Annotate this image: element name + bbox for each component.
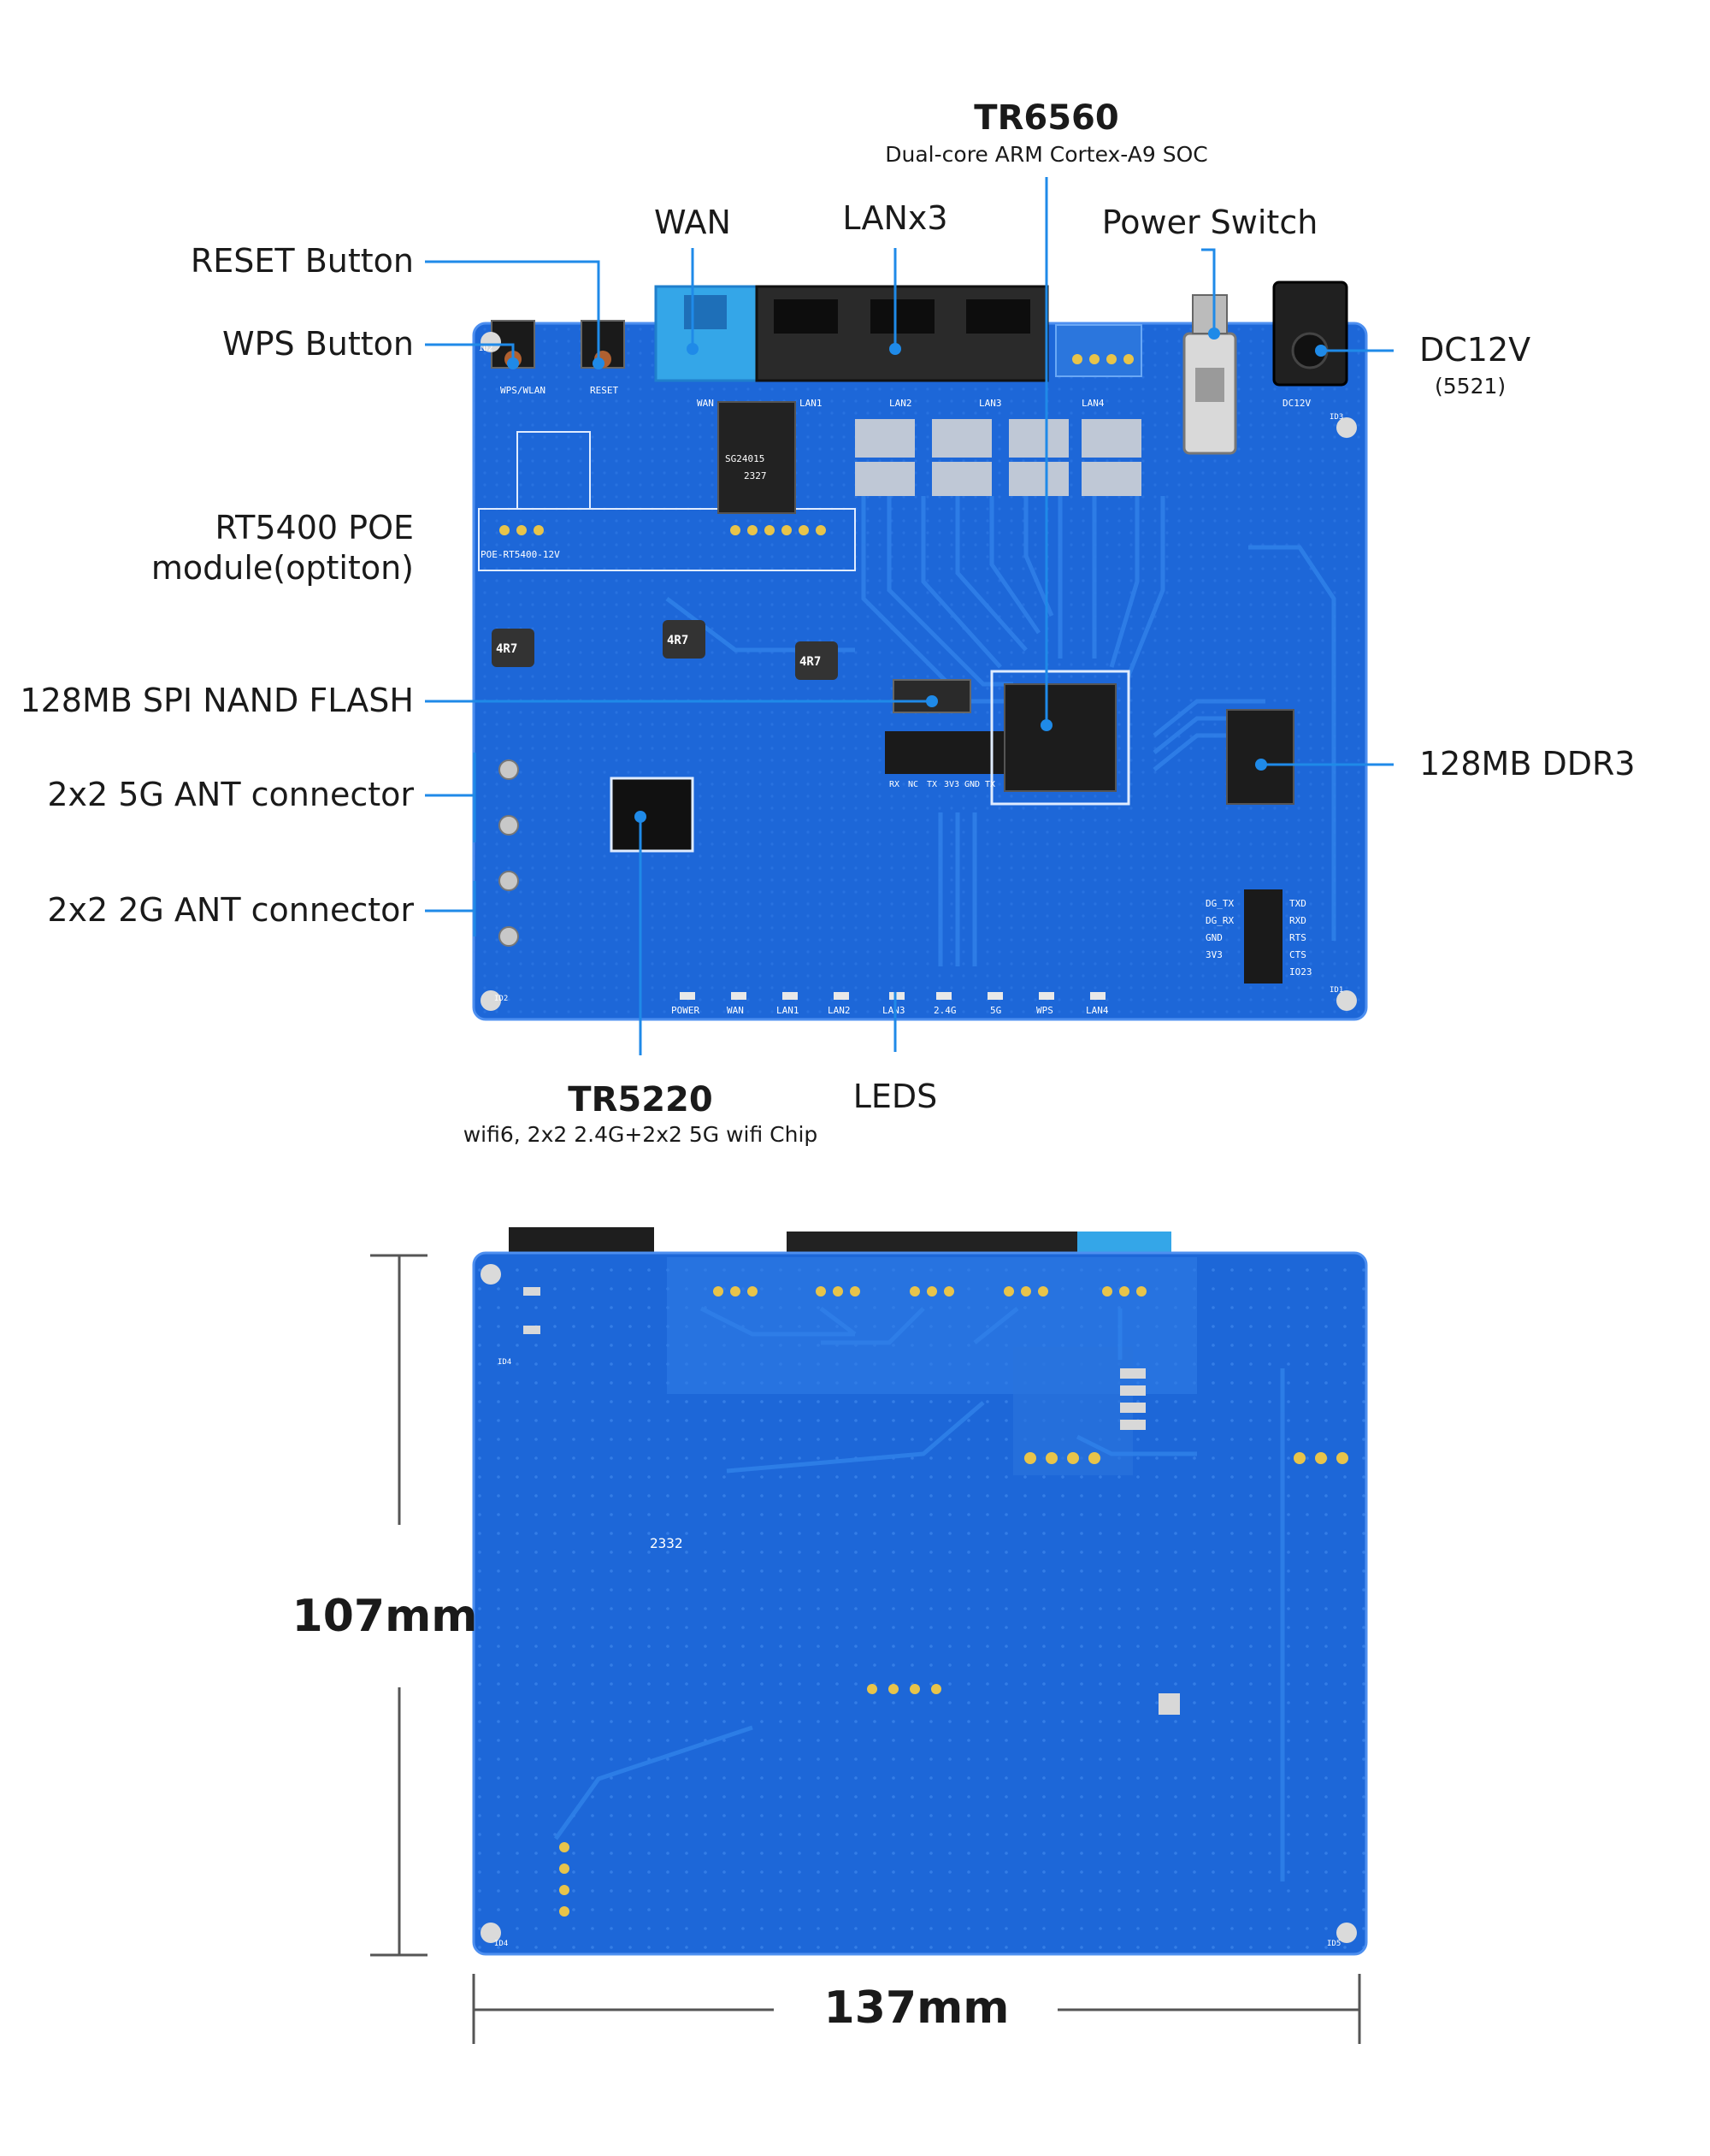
silk-dbg-r-2: RTS bbox=[1289, 932, 1306, 943]
silk-uart-1: NC bbox=[908, 780, 918, 789]
inductor-a bbox=[492, 629, 534, 667]
silk-ind-c: 4R7 bbox=[799, 655, 821, 669]
silk-ind-a: 4R7 bbox=[496, 642, 517, 656]
silk-dbg-r-1: RXD bbox=[1289, 915, 1306, 926]
silk-magnetics-code: 2327 bbox=[744, 470, 767, 481]
resistor-arrays bbox=[855, 419, 1141, 496]
dimension-lines bbox=[370, 1254, 1361, 2044]
soc-name: TR6560 bbox=[974, 98, 1119, 138]
silk-magnetics: SG24015 bbox=[725, 453, 764, 464]
uart-header bbox=[885, 731, 1005, 774]
silk-uart-4: GND bbox=[964, 780, 980, 789]
ant-connectors bbox=[498, 759, 519, 947]
silk-hole-0: ID2 bbox=[494, 995, 508, 1003]
wifi-chip-desc: wifi6, 2x2 2.4G+2x2 5G wifi Chip bbox=[463, 1122, 818, 1147]
debug-header bbox=[1244, 889, 1282, 983]
silk-hole-3: ID2 bbox=[479, 345, 492, 353]
silk-wan: WAN bbox=[697, 398, 714, 409]
soc-desc: Dual-core ARM Cortex-A9 SOC bbox=[885, 142, 1208, 167]
bottom-silk-code: 2332 bbox=[650, 1535, 683, 1551]
silk-led-8: LAN4 bbox=[1086, 1005, 1109, 1016]
lan-label: LANx3 bbox=[842, 199, 948, 237]
top-board: WPS/WLAN RESET WAN LAN1 LAN2 LAN3 LAN4 D… bbox=[472, 281, 1368, 1021]
soc-chip bbox=[1004, 683, 1117, 792]
silk-uart-3: 3V3 bbox=[944, 780, 959, 789]
flash-label: 128MB SPI NAND FLASH bbox=[20, 682, 414, 719]
wifi-chip-name: TR5220 bbox=[568, 1080, 713, 1119]
silk-lan2: LAN2 bbox=[889, 398, 912, 409]
silk-lan4: LAN4 bbox=[1082, 398, 1105, 409]
silk-dc12v: DC12V bbox=[1282, 398, 1311, 409]
silk-uart-5: TX bbox=[985, 780, 995, 789]
silk-dbg-l-0: DG_TX bbox=[1206, 898, 1234, 909]
leds-label: LEDS bbox=[852, 1078, 938, 1115]
silk-uart-2: TX bbox=[927, 780, 937, 789]
silk-dbg-l-1: DG_RX bbox=[1206, 915, 1234, 926]
silk-dbg-l-2: GND bbox=[1206, 932, 1223, 943]
ddr-chip bbox=[1226, 709, 1294, 805]
silk-dbg-r-4: IO23 bbox=[1289, 966, 1312, 978]
bottom-board: ID4 ID4 ID5 2332 bbox=[472, 1227, 1368, 1956]
silk-led-2: LAN1 bbox=[776, 1005, 799, 1016]
bottom-traces bbox=[553, 1306, 1285, 1881]
leader-lines bbox=[425, 177, 1394, 1055]
silk-led-0: POWER bbox=[671, 1005, 699, 1016]
silk-led-5: 2.4G bbox=[934, 1005, 957, 1016]
poe-outline bbox=[478, 508, 856, 571]
wps-button-label: WPS Button bbox=[222, 325, 414, 363]
silk-wps-wlan: WPS/WLAN bbox=[500, 385, 545, 396]
reset-button-label: RESET Button bbox=[190, 242, 414, 280]
silk-lan1: LAN1 bbox=[799, 398, 823, 409]
silk-reset: RESET bbox=[590, 385, 618, 396]
silk-led-1: WAN bbox=[727, 1005, 744, 1016]
dc-note: (5521) bbox=[1435, 374, 1507, 399]
bottom-hole-1: ID4 bbox=[494, 1940, 508, 1948]
silk-dbg-r-0: TXD bbox=[1289, 898, 1306, 909]
silk-dbg-r-3: CTS bbox=[1289, 949, 1306, 960]
silk-lan3: LAN3 bbox=[979, 398, 1002, 409]
lan-ports bbox=[755, 285, 1049, 382]
bottom-hole-0: ID4 bbox=[498, 1358, 511, 1367]
ddr-label: 128MB DDR3 bbox=[1419, 745, 1636, 783]
top-traces bbox=[665, 496, 1336, 966]
bottom-hole-2: ID5 bbox=[1327, 1940, 1341, 1948]
ant-2g-label: 2x2 2G ANT connector bbox=[47, 891, 414, 929]
soc-outline bbox=[990, 670, 1130, 806]
silk-ind-b: 4R7 bbox=[667, 634, 688, 647]
silk-led-7: WPS bbox=[1036, 1005, 1053, 1016]
dc-label: DC12V bbox=[1419, 331, 1531, 369]
silk-led-6: 5G bbox=[990, 1005, 1001, 1016]
silk-hole-1: ID3 bbox=[1330, 413, 1343, 422]
silk-poe: POE-RT5400-12V bbox=[481, 549, 560, 560]
silk-dbg-l-3: 3V3 bbox=[1206, 949, 1223, 960]
inductor-c bbox=[795, 641, 838, 680]
leader-dots bbox=[507, 328, 1327, 823]
wan-label: WAN bbox=[654, 204, 731, 241]
inductor-b bbox=[663, 620, 705, 659]
silk-uart-0: RX bbox=[889, 780, 899, 789]
width-dimension: 137mm bbox=[823, 1982, 1010, 2034]
poe-label-line2: module(optiton) bbox=[150, 549, 414, 587]
led-row bbox=[680, 992, 1106, 1000]
silk-hole-2: ID1 bbox=[1330, 986, 1343, 995]
power-switch-label: Power Switch bbox=[1101, 204, 1318, 241]
ant-5g-label: 2x2 5G ANT connector bbox=[47, 776, 414, 813]
height-dimension: 107mm bbox=[292, 1591, 478, 1642]
poe-label-line1: RT5400 POE bbox=[215, 509, 414, 546]
wifi-chip bbox=[610, 777, 694, 853]
magnetics bbox=[717, 401, 796, 514]
silk-led-4: LAN3 bbox=[882, 1005, 905, 1016]
silk-led-3: LAN2 bbox=[828, 1005, 851, 1016]
